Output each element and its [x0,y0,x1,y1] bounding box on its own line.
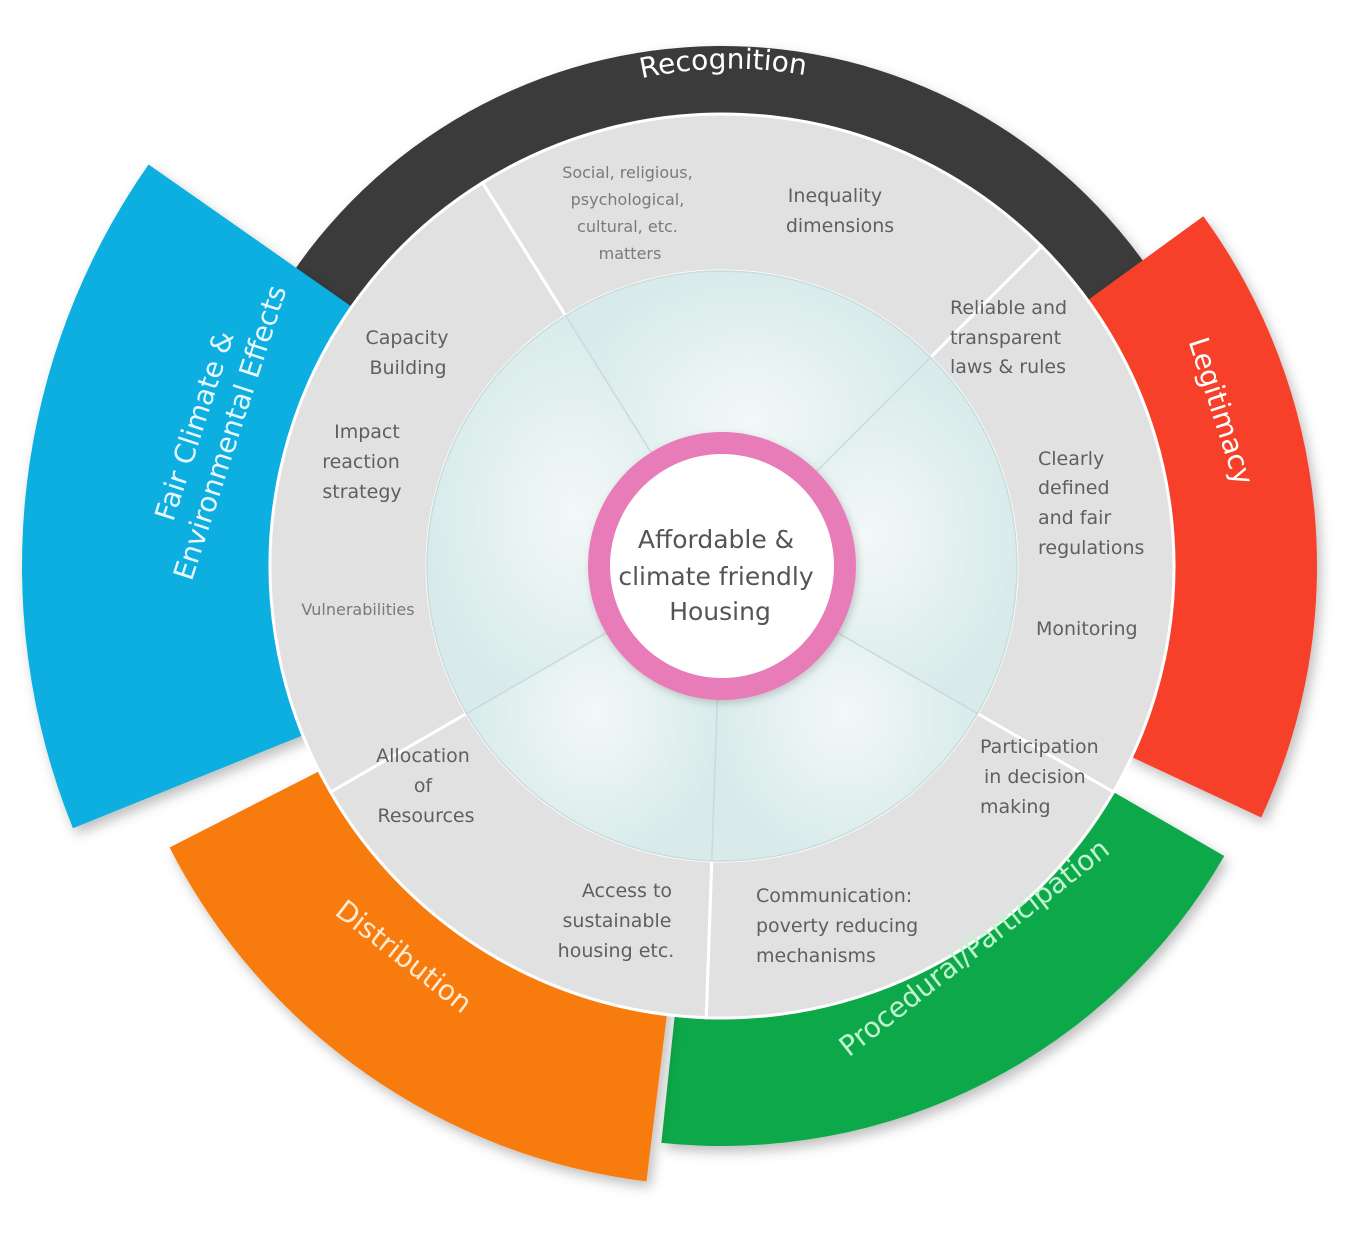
fair-item-vulnerabilities: Vulnerabilities [301,600,414,619]
fair-item-impact: Impact reaction strategy [322,421,406,503]
procedural-item-communication: Communication: poverty reducing mechanis… [756,885,924,967]
inner-sector-2 [720,356,1018,715]
legitimacy-item-laws: Reliable and transparent laws & rules [950,297,1073,378]
gray-ring [268,112,1176,1020]
inner-sector-1 [564,270,932,568]
recognition-band [281,45,1159,360]
legitimacy-band [1082,216,1318,818]
procedural-band [661,791,1225,1147]
center-label: Affordable & climate friendly Housing [618,525,821,626]
center-disk [610,454,834,678]
recognition-item-inequality: Inequality dimensions [786,185,894,237]
distribution-item-access: Access to sustainable housing etc. [558,880,678,962]
procedural-item-participation: Participation in decision making [980,736,1105,818]
legitimacy-item-regulations: Clearly defined and fair regulations [1038,448,1144,559]
distribution-band [169,756,671,1182]
inner-sector-5 [426,314,724,715]
distribution-item-allocation: Allocation of Resources [376,745,476,827]
legitimacy-item-monitoring: Monitoring [1036,618,1138,640]
fair-item-capacity: Capacity Building [365,327,454,379]
recognition-item-social: Social, religious, psychological, cultur… [562,163,698,263]
